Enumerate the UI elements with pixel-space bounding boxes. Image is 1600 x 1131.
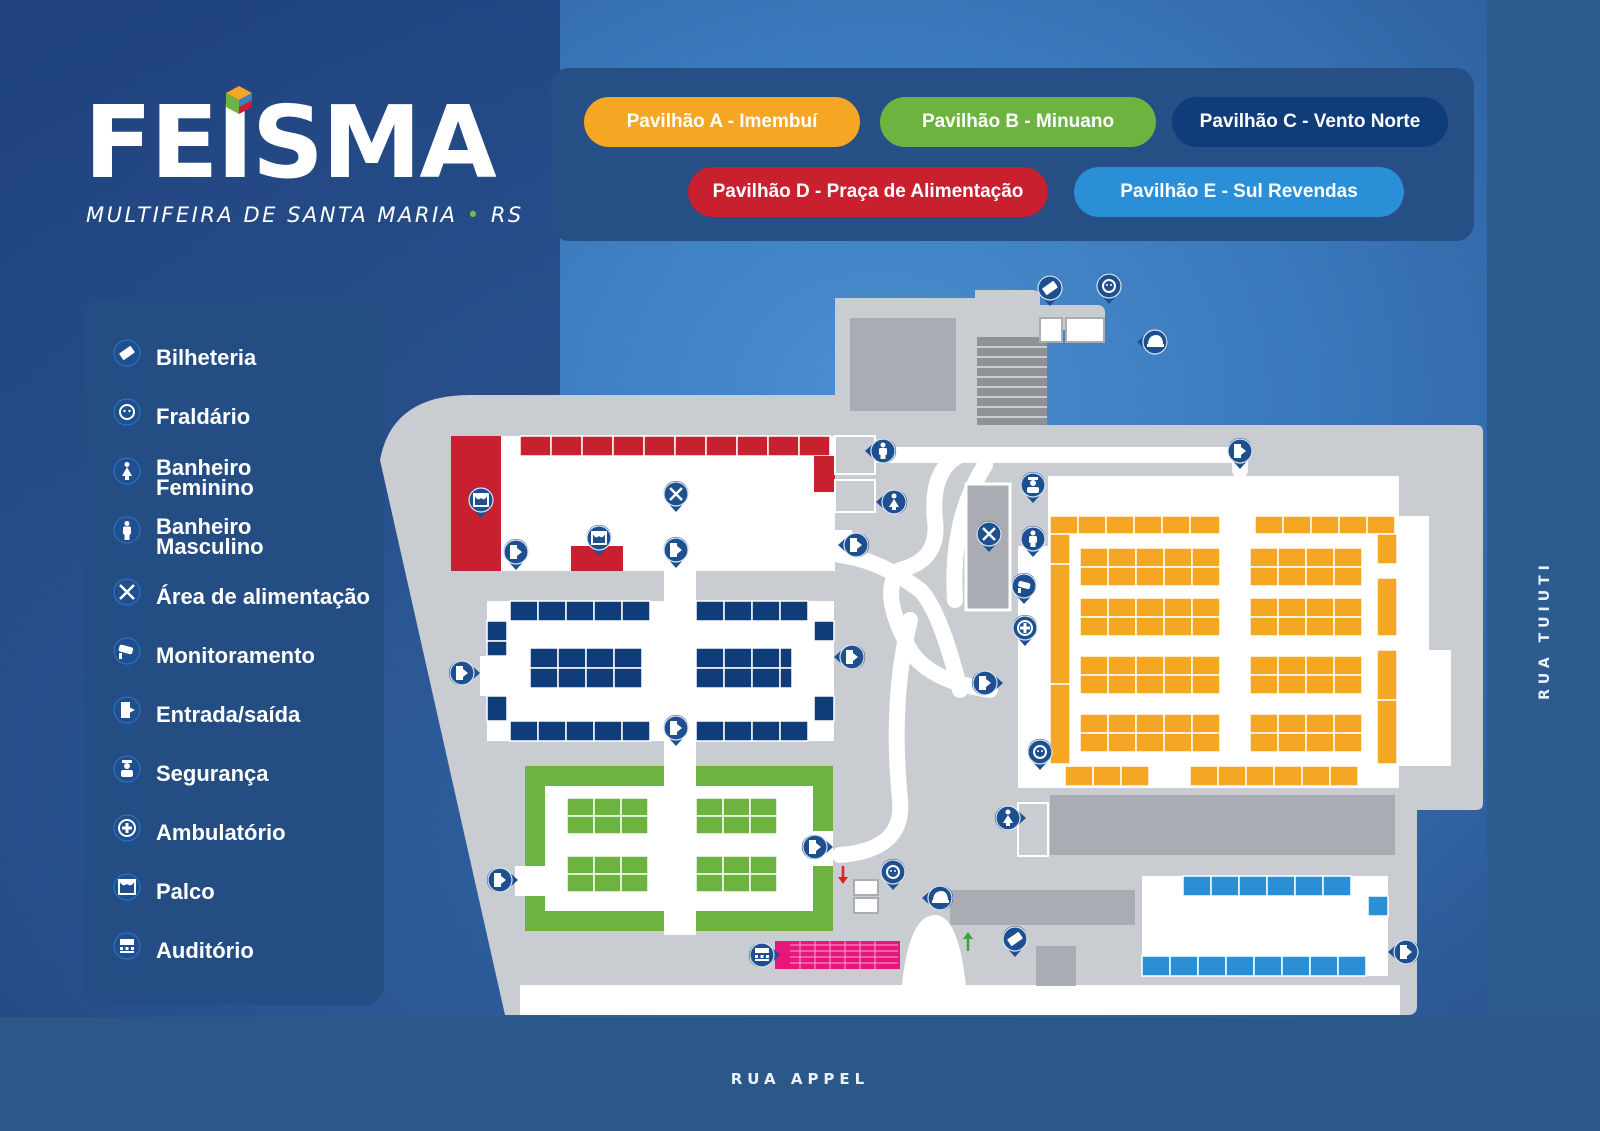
medical-cross-icon[interactable] [1011, 614, 1039, 647]
pavilion-b-badge[interactable]: Pavilhão B - Minuano [880, 97, 1156, 147]
legend-item-seguranca: Segurança [110, 753, 269, 793]
legend-item-alimentacao: Área de alimentação [110, 576, 370, 616]
camera-icon [112, 636, 142, 674]
legend-label: Segurança [156, 761, 269, 786]
pavilion-e-badge[interactable]: Pavilhão E - Sul Revendas [1074, 167, 1404, 217]
stage-icon[interactable] [585, 524, 613, 557]
baby-icon[interactable] [879, 858, 907, 891]
legend-item-banheiro-feminino: Banheiro Feminino [110, 455, 254, 499]
logo-title: FEISMA [84, 84, 497, 201]
legend-item-fraldario: Fraldário [110, 396, 250, 436]
logo-subtitle-state: RS [490, 203, 524, 227]
auditorium-icon [112, 931, 142, 969]
legend-label: Bilheteria [156, 345, 257, 370]
street-band-bottom [0, 1017, 1600, 1131]
legend-label-line2: Feminino [156, 475, 254, 500]
auditorium [775, 941, 900, 969]
legend-label: Auditório [156, 938, 254, 963]
ticket-icon[interactable] [1001, 925, 1029, 958]
logo-subtitle: MULTIFEIRA DE SANTA MARIA • RS [86, 203, 524, 227]
legend-label-line2: Masculino [156, 534, 264, 559]
guard-icon[interactable] [1019, 471, 1047, 504]
pavilion-legend: Pavilhão A - Imembuí Pavilhão B - Minuan… [551, 68, 1474, 241]
pavilion-e [1141, 875, 1389, 977]
stage-icon [112, 872, 142, 910]
legend-item-monitoramento: Monitoramento [110, 635, 315, 675]
ticket-icon[interactable] [1036, 274, 1064, 307]
legend-label: Palco [156, 879, 215, 904]
legend-label: Ambulatório [156, 820, 286, 845]
legend-label: Fraldário [156, 404, 251, 429]
pavilion-d-badge[interactable]: Pavilhão D - Praça de Alimentação [688, 167, 1048, 217]
parking-block [850, 318, 956, 411]
man-icon [112, 515, 142, 553]
legend-item-auditorio: Auditório [110, 930, 254, 970]
legend-item-bilheteria: Bilheteria [110, 337, 256, 377]
woman-icon [112, 456, 142, 494]
door-icon [112, 695, 142, 733]
legend-label-line1: Banheiro [156, 455, 252, 480]
fork-knife-icon [112, 577, 142, 615]
pavilion-b [515, 766, 833, 931]
street-band-right [1487, 0, 1600, 1017]
green-arrow-icon [963, 932, 973, 951]
logo-subtitle-separator: • [466, 203, 482, 227]
street-label-right: RUA TUIUTI [1537, 560, 1553, 700]
red-arrow-icon [838, 866, 848, 884]
legend-label: Área de alimentação [156, 584, 370, 609]
logo-subtitle-main: MULTIFEIRA DE SANTA MARIA [86, 203, 458, 227]
pavilion-c [480, 600, 835, 742]
camera-icon[interactable] [1010, 572, 1038, 605]
helmet-icon[interactable] [1136, 328, 1169, 356]
logo-cube-icon [226, 86, 252, 114]
baby-icon[interactable] [1026, 738, 1054, 771]
legend-item-palco: Palco [110, 871, 215, 911]
pavilion-a-badge[interactable]: Pavilhão A - Imembuí [584, 97, 860, 147]
woman-icon[interactable] [875, 488, 908, 516]
woman-icon[interactable] [994, 804, 1027, 832]
man-icon[interactable] [1019, 525, 1047, 558]
pavilion-c-badge[interactable]: Pavilhão C - Vento Norte [1172, 97, 1448, 147]
medical-cross-icon [112, 813, 142, 851]
street-label-bottom: RUA APPEL [730, 1070, 870, 1088]
legend-label: Entrada/saída [156, 702, 301, 727]
legend-label: Monitoramento [156, 643, 315, 668]
legend-item-entrada-saida: Entrada/saída [110, 694, 300, 734]
auditorium-icon[interactable] [748, 941, 781, 969]
man-icon[interactable] [864, 437, 897, 465]
baby-icon [112, 397, 142, 435]
legend-item-ambulatorio: Ambulatório [110, 812, 286, 852]
ticket-icon [112, 338, 142, 376]
stage-icon[interactable] [467, 486, 495, 519]
helmet-icon[interactable] [921, 884, 954, 912]
fork-knife-icon[interactable] [662, 480, 690, 513]
stairs [977, 337, 1047, 425]
pavilion-a [964, 476, 1451, 788]
legend-label-line1: Banheiro [156, 514, 252, 539]
fork-knife-icon[interactable] [975, 520, 1003, 553]
guard-icon [112, 754, 142, 792]
service-blocks [853, 802, 1076, 986]
legend-item-banheiro-masculino: Banheiro Masculino [110, 514, 264, 558]
baby-icon[interactable] [1095, 272, 1123, 305]
